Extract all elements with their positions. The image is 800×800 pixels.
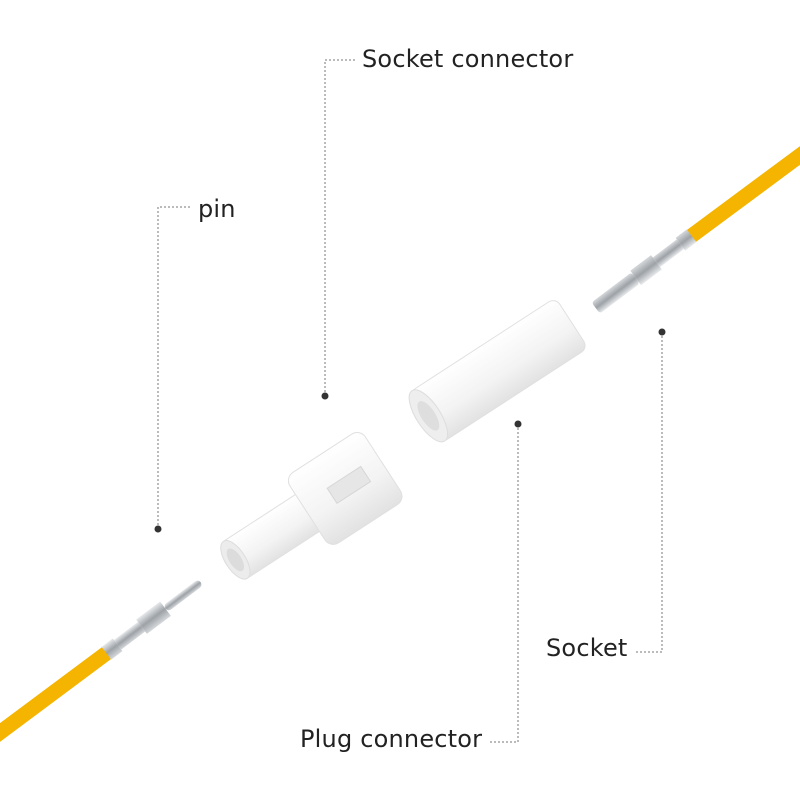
label-pin: pin (198, 195, 236, 223)
socket-with-cable (592, 146, 800, 313)
plug-housing (220, 432, 403, 580)
socket-housing (408, 300, 586, 443)
leader-socket-connector (324, 59, 355, 395)
dot-socket (658, 328, 666, 336)
leader-socket (634, 332, 663, 653)
label-socket-connector: Socket connector (362, 45, 574, 73)
leader-plug-connector (490, 424, 519, 743)
dot-plug-connector (514, 420, 522, 428)
leader-pin (157, 206, 190, 528)
label-plug-connector: Plug connector (300, 725, 483, 753)
pin-with-cable (0, 580, 202, 742)
dot-pin (154, 525, 162, 533)
dot-socket-connector (321, 392, 329, 400)
label-socket: Socket (546, 634, 628, 662)
